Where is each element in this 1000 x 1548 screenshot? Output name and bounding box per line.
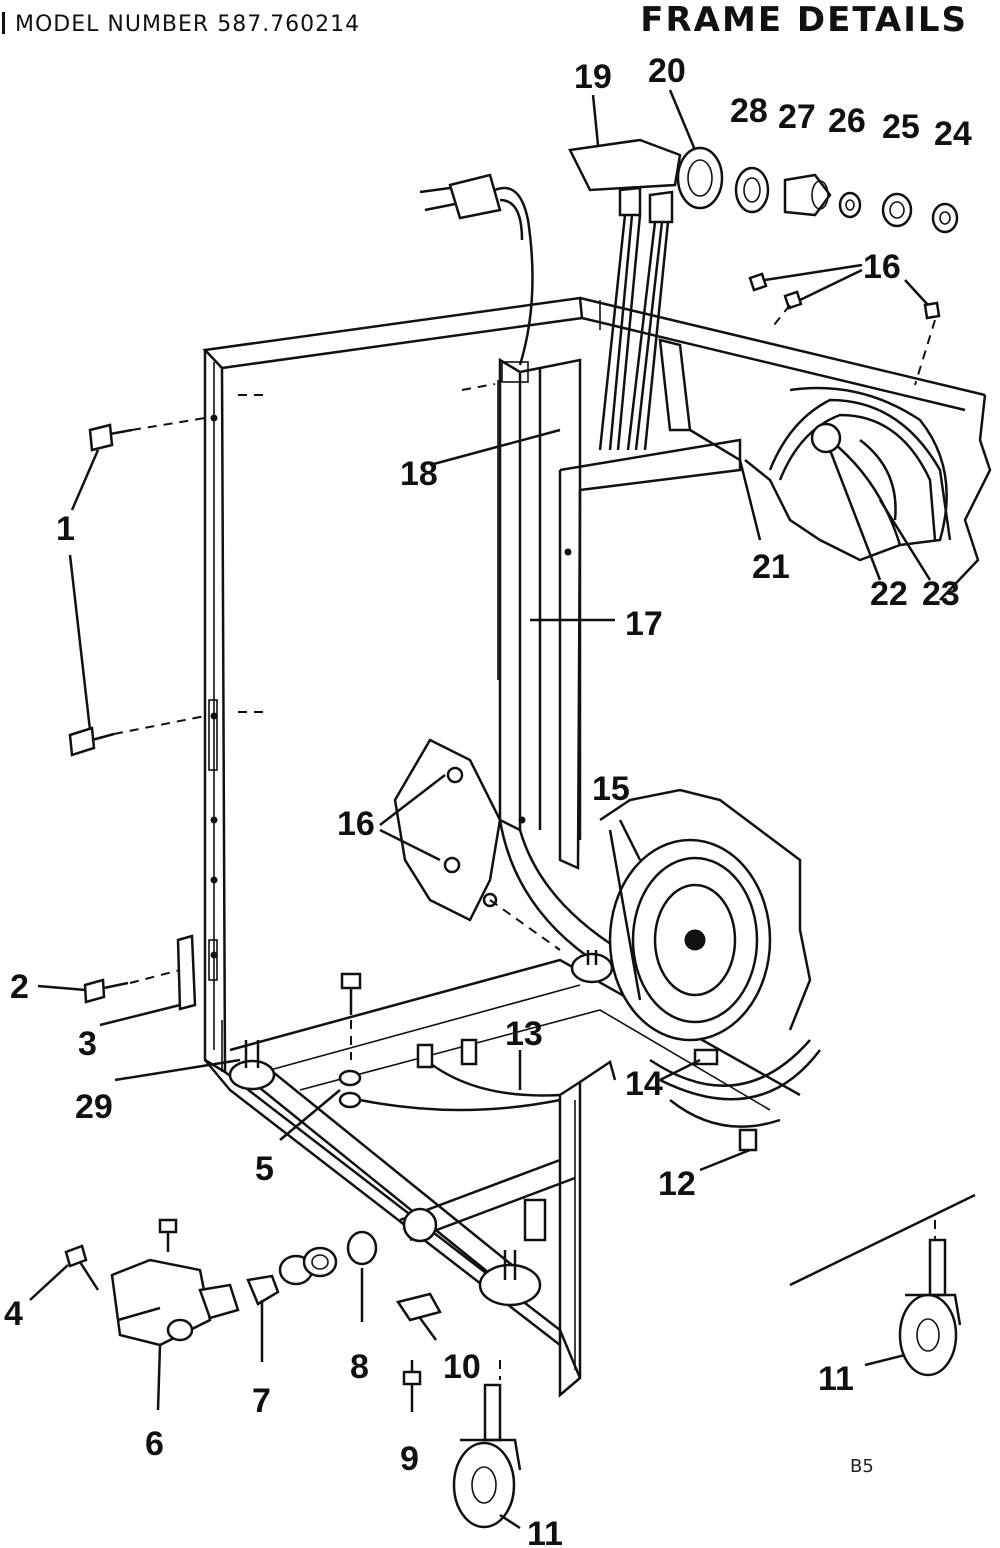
callout-11-right: 11 — [818, 1360, 854, 1398]
callout-27: 27 — [778, 98, 816, 136]
power-cord — [419, 173, 534, 366]
duct-plate — [393, 738, 502, 922]
callout-16-upper: 16 — [863, 248, 901, 286]
callout-4: 4 — [4, 1295, 23, 1333]
callout-5: 5 — [255, 1150, 274, 1188]
callout-6: 6 — [145, 1425, 164, 1463]
callout-13: 13 — [505, 1015, 543, 1053]
page-title-text: FRAME DETAILS — [640, 0, 968, 40]
center-channel-assembly — [497, 357, 742, 967]
callout-8: 8 — [350, 1348, 369, 1386]
callout-24: 24 — [934, 115, 972, 153]
callout-1: 1 — [56, 510, 75, 548]
blower-assembly — [599, 788, 821, 1128]
callout-23: 23 — [922, 575, 960, 613]
model-number-label: MODEL NUMBER 587.760214 — [2, 12, 360, 37]
floor-components — [228, 950, 758, 1307]
callout-3: 3 — [78, 1025, 97, 1063]
page-title: FRAME DETAILS — [640, 0, 968, 40]
hardware-small-parts — [734, 166, 959, 234]
callout-12: 12 — [658, 1165, 696, 1203]
callout-10: 10 — [443, 1348, 481, 1386]
callout-numbers: 1 2 3 4 5 6 7 8 9 10 11 11 12 13 14 15 1… — [4, 52, 972, 1548]
callout-21: 21 — [752, 548, 790, 586]
callout-16-lower: 16 — [337, 805, 375, 843]
model-number-text: MODEL NUMBER 587.760214 — [15, 12, 361, 37]
leader-lines — [29, 89, 936, 1530]
callout-9: 9 — [400, 1440, 419, 1478]
callout-7: 7 — [252, 1382, 271, 1420]
loose-parts — [64, 272, 976, 1529]
callout-22: 22 — [870, 575, 908, 613]
rear-bearing-section — [744, 386, 952, 562]
callout-28: 28 — [730, 92, 768, 130]
callout-25: 25 — [882, 108, 920, 146]
callout-29: 29 — [75, 1088, 113, 1126]
callout-2: 2 — [10, 968, 29, 1006]
margin-bar — [2, 12, 5, 34]
callout-11-bottom: 11 — [527, 1515, 563, 1548]
callout-20: 20 — [648, 52, 686, 90]
callout-18: 18 — [400, 455, 438, 493]
terminal-block-and-harness — [568, 138, 724, 451]
page-code: B5 — [850, 1456, 874, 1477]
callout-19: 19 — [574, 58, 612, 96]
callout-15: 15 — [592, 770, 630, 808]
callout-17: 17 — [625, 605, 663, 643]
callout-26: 26 — [828, 102, 866, 140]
callout-14: 14 — [625, 1065, 663, 1103]
